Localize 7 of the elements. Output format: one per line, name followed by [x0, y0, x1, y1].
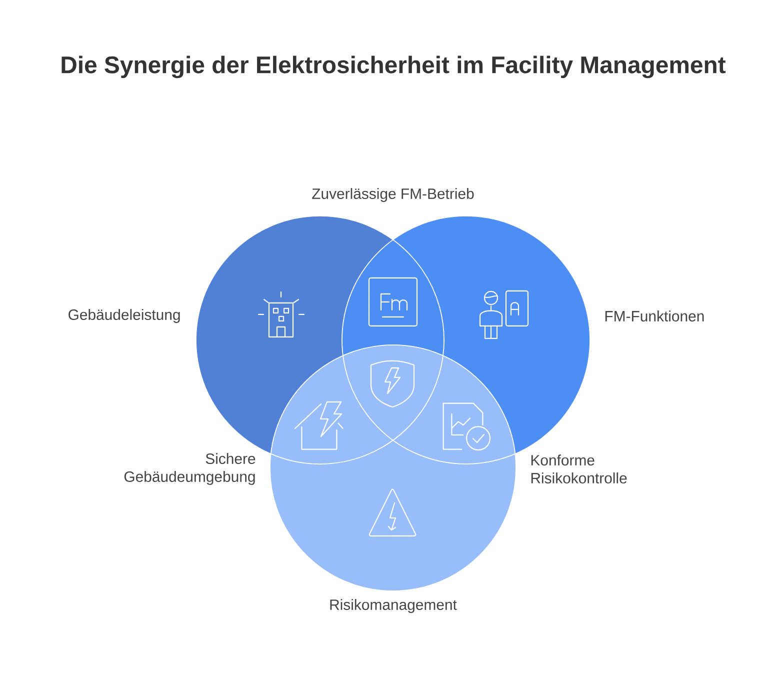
title: Die Synergie der Elektrosicherheit im Facility Management	[62, 56, 726, 78]
overlap-label: Konforme Risikokontrolle	[531, 454, 627, 484]
overlap-label: Zuverlässige FM-Betrieb	[312, 188, 474, 202]
circle-label: FM-Funktionen	[605, 310, 704, 322]
circle-label: Gebäudeleistung	[68, 309, 180, 323]
circle-label: Risikomanagement	[330, 599, 457, 613]
overlap-label: Sichere Gebäudeumgebung	[124, 453, 256, 485]
